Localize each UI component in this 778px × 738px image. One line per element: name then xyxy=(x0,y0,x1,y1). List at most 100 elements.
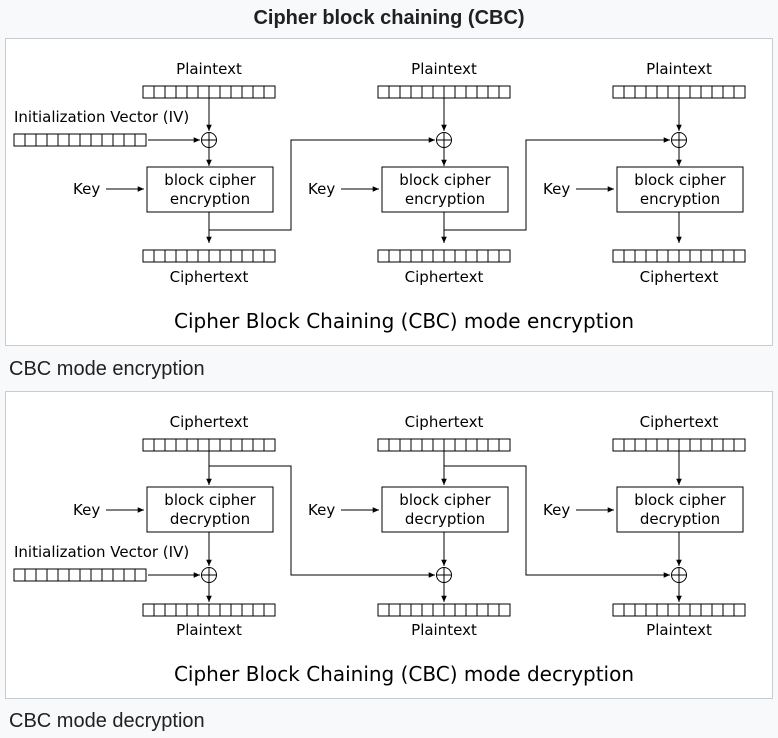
bit-cell xyxy=(432,85,445,99)
bit-cell xyxy=(241,249,254,263)
block-cipher-encryption-box-2 xyxy=(381,166,509,213)
bit-cell xyxy=(219,603,232,617)
bit-cell xyxy=(634,603,647,617)
bit-cell xyxy=(623,85,636,99)
bit-cell xyxy=(388,249,401,263)
bit-cell xyxy=(612,249,625,263)
diagram-title-decryption: Cipher Block Chaining (CBC) mode decrypt… xyxy=(174,662,634,686)
bit-cell xyxy=(153,438,166,452)
bit-cell xyxy=(24,133,37,147)
xor-icon-3 xyxy=(671,132,687,148)
bit-cell xyxy=(678,603,691,617)
bit-cell xyxy=(164,603,177,617)
bit-cell xyxy=(153,603,166,617)
ciphertext-label-3: Ciphertext xyxy=(640,413,719,431)
bit-cell xyxy=(208,249,221,263)
encryption-diagram: Plaintext Initialization Vector (IV) Key… xyxy=(13,60,746,333)
bit-cell xyxy=(498,249,511,263)
bit-cell xyxy=(689,249,702,263)
bit-cell xyxy=(722,85,735,99)
bit-cell xyxy=(487,603,500,617)
bit-cell xyxy=(443,85,456,99)
bit-cell xyxy=(700,85,713,99)
bit-cell xyxy=(197,603,210,617)
block-mode-label-2: encryption xyxy=(405,190,485,208)
bit-cell xyxy=(612,438,625,452)
iv-label: Initialization Vector (IV) xyxy=(14,108,189,126)
ciphertext-bits-1 xyxy=(142,438,276,452)
bit-cell xyxy=(252,603,265,617)
bit-cell xyxy=(399,85,412,99)
ciphertext-bits-1 xyxy=(142,249,276,263)
key-label-3: Key xyxy=(543,501,570,519)
bit-cell xyxy=(186,85,199,99)
bit-cell xyxy=(208,85,221,99)
bit-cell xyxy=(656,603,669,617)
ciphertext-label-2: Ciphertext xyxy=(405,268,484,286)
plaintext-label-3: Plaintext xyxy=(646,60,712,78)
decryption-diagram: Ciphertext Key block cipher decryption I… xyxy=(13,413,746,686)
bit-cell xyxy=(230,438,243,452)
xor-icon-1 xyxy=(201,132,217,148)
bit-cell xyxy=(263,603,276,617)
bit-cell xyxy=(700,249,713,263)
bit-cell xyxy=(722,438,735,452)
bit-cell xyxy=(612,85,625,99)
xor-icon-2 xyxy=(436,132,452,148)
bit-cell xyxy=(35,133,48,147)
bit-cell xyxy=(711,438,724,452)
bit-cell xyxy=(134,568,147,582)
bit-cell xyxy=(57,133,70,147)
bit-cell xyxy=(733,85,746,99)
bit-cell xyxy=(377,603,390,617)
bit-cell xyxy=(377,438,390,452)
bit-cell xyxy=(186,603,199,617)
bit-cell xyxy=(252,249,265,263)
bit-cell xyxy=(645,603,658,617)
bit-cell xyxy=(476,85,489,99)
bit-cell xyxy=(678,85,691,99)
block-cipher-decryption-box-2 xyxy=(381,486,509,533)
plaintext-bits-3 xyxy=(612,85,746,99)
bit-cell xyxy=(634,249,647,263)
bit-cell xyxy=(134,133,147,147)
caption-encryption: CBC mode encryption xyxy=(9,358,205,380)
bit-cell xyxy=(13,133,26,147)
bit-cell xyxy=(700,603,713,617)
bit-cell xyxy=(263,249,276,263)
bit-cell xyxy=(645,438,658,452)
bit-cell xyxy=(123,568,136,582)
bit-cell xyxy=(68,133,81,147)
bit-cell xyxy=(667,603,680,617)
ciphertext-label-2: Ciphertext xyxy=(405,413,484,431)
bit-cell xyxy=(443,603,456,617)
bit-cell xyxy=(476,249,489,263)
bit-cell xyxy=(678,438,691,452)
bit-cell xyxy=(410,603,423,617)
ciphertext-bits-3 xyxy=(612,438,746,452)
bit-cell xyxy=(388,85,401,99)
bit-cell xyxy=(153,85,166,99)
xor-icon-1 xyxy=(201,567,217,583)
iv-label: Initialization Vector (IV) xyxy=(14,543,189,561)
bit-cell xyxy=(101,568,114,582)
block-cipher-decryption-box-1 xyxy=(146,486,274,533)
bit-cell xyxy=(197,85,210,99)
bit-cell xyxy=(421,249,434,263)
bit-cell xyxy=(241,85,254,99)
plaintext-label-1: Plaintext xyxy=(176,60,242,78)
bit-cell xyxy=(454,249,467,263)
bit-cell xyxy=(219,249,232,263)
key-label-3: Key xyxy=(543,180,570,198)
bit-cell xyxy=(175,438,188,452)
bit-cell xyxy=(656,438,669,452)
bit-cell xyxy=(230,249,243,263)
bit-cell xyxy=(454,85,467,99)
block-cipher-label-1: block cipher xyxy=(164,491,256,509)
bit-cell xyxy=(230,603,243,617)
bit-cell xyxy=(13,568,26,582)
ciphertext-label-3: Ciphertext xyxy=(640,268,719,286)
bit-cell xyxy=(252,438,265,452)
bit-cell xyxy=(241,603,254,617)
xor-icon-2 xyxy=(436,567,452,583)
